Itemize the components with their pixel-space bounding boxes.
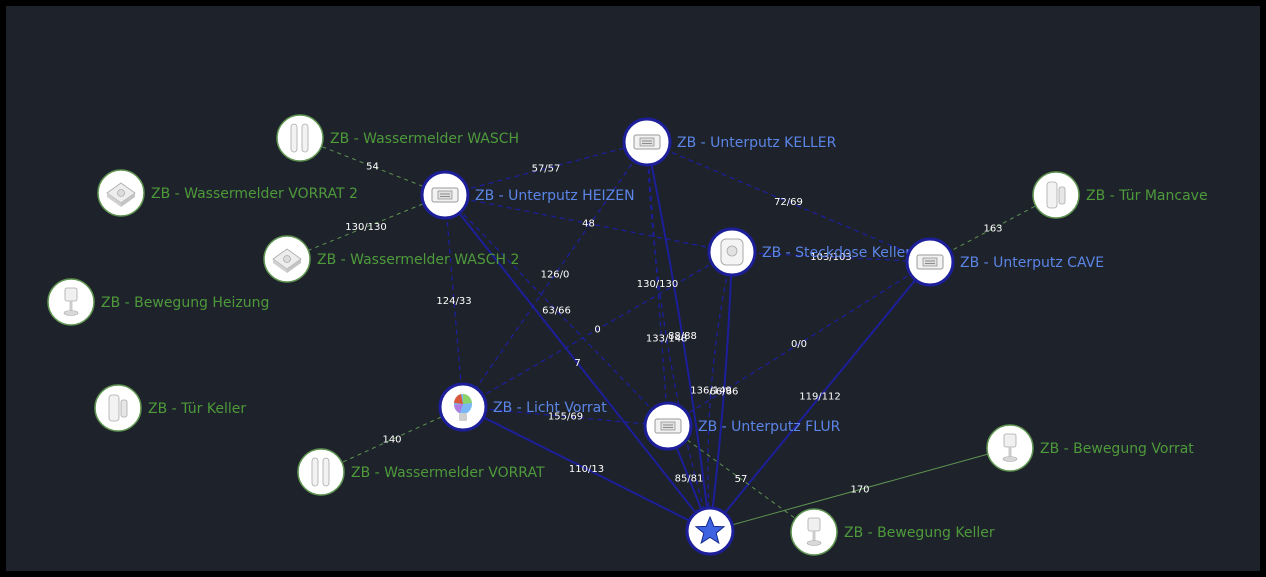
smart-plug-icon [720,238,744,266]
node-label: ZB - Unterputz KELLER [677,135,837,151]
node-label: ZB - Wassermelder VORRAT 2 [151,186,358,202]
link-label: 126/0 [541,270,570,281]
link-label: 57/57 [532,164,561,175]
network-map-canvas[interactable]: 57/57 54 130/130 130/130 72/69 48 163 103/103 12… [6,6,1260,571]
node-vorrat2[interactable]: ZB - Wassermelder VORRAT 2 [97,169,358,217]
link-label: 0/0 [791,339,807,350]
link-label: 110/13 [569,464,604,475]
node-label: ZB - Unterputz HEIZEN [475,188,635,204]
link-cave-flur [667,261,931,427]
link-label: 124/33 [436,296,471,307]
link-label: 85/81 [675,474,704,485]
relay-module-icon [916,254,944,270]
link-label: 136/149 [690,386,732,397]
node-heizen[interactable]: ZB - Unterputz HEIZEN [420,170,635,220]
link-keller-coordinator [646,141,711,532]
node-bewkeller[interactable]: ZB - Bewegung Keller [790,508,995,556]
node-label: ZB - Unterputz CAVE [960,255,1104,271]
node-coordinator[interactable] [685,506,735,556]
link-heizen-keller [444,141,648,196]
link-cave-coordinator [709,261,931,532]
link-label: 140 [382,435,401,446]
node-keller[interactable]: ZB - Unterputz KELLER [622,117,837,167]
node-circle [297,448,345,496]
node-label: ZB - Bewegung Keller [844,525,995,541]
link-steckdose-coordinator [707,251,733,532]
link-heizen-steckdose [444,194,733,253]
node-cave[interactable]: ZB - Unterputz CAVE [905,237,1104,287]
link-label: 163 [983,224,1002,235]
link-label: 130/130 [345,222,387,233]
node-label: ZB - Unterputz FLUR [698,419,841,435]
link-label: 7 [574,358,580,369]
link-label: 0 [594,325,600,336]
link-keller-licht [462,141,648,408]
link-label: 48 [582,219,595,230]
link-label: 133/148 [646,333,688,344]
relay-module-icon [633,134,661,150]
link-label: 130/130 [637,279,679,290]
link-label: 66/66 [710,387,739,398]
link-label: 119/112 [799,392,841,403]
link-licht-flur [462,406,669,427]
network-nodes: ZB - Unterputz KELLER ZB - Unterputz HEIZ… [47,114,1208,556]
node-wasch2[interactable]: ZB - Wassermelder WASCH 2 [263,235,519,283]
link-label: 63/66 [542,306,571,317]
link-coordinator-bewvorrat [709,447,1011,532]
link-licht-coordinator [462,406,711,532]
link-keller-cave [646,141,931,263]
node-label: ZB - Wassermelder VORRAT [351,465,545,481]
link-label: 72/69 [774,197,803,208]
node-bewheiz[interactable]: ZB - Bewegung Heizung [47,278,269,326]
node-wvorrat[interactable]: ZB - Wassermelder VORRAT [297,448,545,496]
node-steckdose[interactable]: ZB - Steckdose Keller [707,227,911,277]
link-quality-labels: 57/57 54 130/130 130/130 72/69 48 163 103/103 12… [345,162,1002,496]
link-label: 88/88 [668,331,697,342]
node-label: ZB - Tür Keller [148,401,246,417]
link-heizen-flur [444,194,669,427]
link-label: 170 [850,485,869,496]
node-licht[interactable]: ZB - Licht Vorrat [438,382,607,432]
node-bewvorrat[interactable]: ZB - Bewegung Vorrat [986,424,1194,472]
node-label: ZB - Steckdose Keller [762,245,911,261]
relay-module-icon [654,418,682,434]
node-label: ZB - Bewegung Heizung [101,295,269,311]
network-map[interactable]: 57/57 54 130/130 130/130 72/69 48 163 103/103 12… [6,6,1260,571]
link-keller-flur [646,141,669,427]
link-heizen-coordinator [444,194,711,532]
node-label: ZB - Licht Vorrat [493,400,607,416]
link-keller-coordinator [646,141,711,532]
link-label: 103/103 [810,252,852,263]
link-flur-bewkeller [667,425,815,533]
link-label: 54 [366,162,379,173]
node-label: ZB - Wassermelder WASCH [330,131,519,147]
link-steckdose-coordinator [709,251,733,532]
node-tuerkeller[interactable]: ZB - Tür Keller [94,384,246,432]
node-label: ZB - Wassermelder WASCH 2 [317,252,519,268]
link-label: 155/69 [548,412,583,423]
node-flur[interactable]: ZB - Unterputz FLUR [643,401,841,451]
node-circle [276,114,324,162]
node-label: ZB - Tür Mancave [1086,188,1208,204]
relay-module-icon [431,187,459,203]
node-tuermancave[interactable]: ZB - Tür Mancave [1032,171,1208,219]
node-label: ZB - Bewegung Vorrat [1040,441,1194,457]
node-wasch[interactable]: ZB - Wassermelder WASCH [276,114,519,162]
link-label: 57 [735,474,748,485]
link-licht-steckdose [462,251,733,408]
